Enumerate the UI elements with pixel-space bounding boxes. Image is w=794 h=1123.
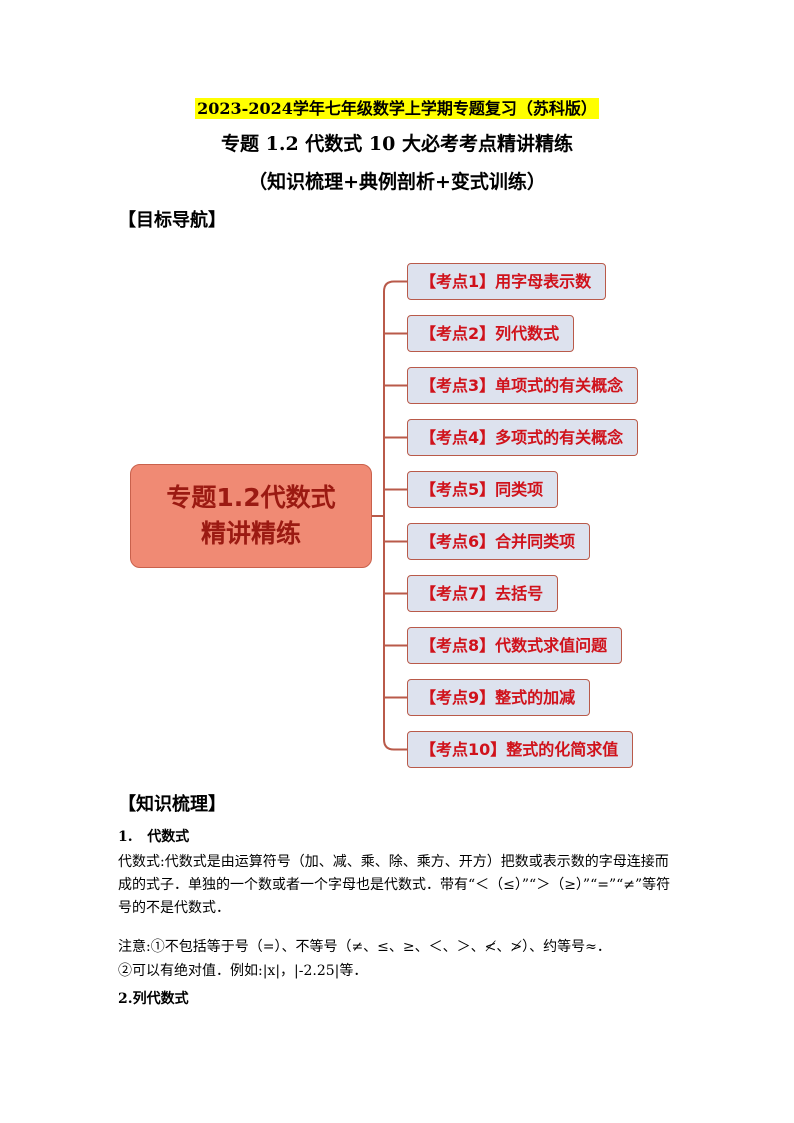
- header-course-title: 学年七年级数学上学期专题复习（苏科版）: [292, 99, 597, 118]
- mindmap-node-1: 【考点1】用字母表示数: [407, 263, 607, 300]
- mindmap-node-7: 【考点7】去括号: [407, 575, 559, 612]
- mindmap-node-9: 【考点9】整式的加减: [407, 679, 591, 716]
- document-title: 专题 1.2 代数式 10 大必考考点精讲精练: [221, 133, 573, 155]
- header-course-highlight: 2023-2024学年七年级数学上学期专题复习（苏科版）: [195, 98, 599, 119]
- mindmap-node-2: 【考点2】列代数式: [407, 315, 575, 352]
- mindmap-node-3: 【考点3】单项式的有关概念: [407, 367, 639, 404]
- mindmap-spine-line: [383, 280, 407, 751]
- subsection-heading-list-expression: 2.列代数式: [118, 991, 189, 1007]
- mindmap-node-4: 【考点4】多项式的有关概念: [407, 419, 639, 456]
- paragraph-note: 注意:①不包括等于号（=）、不等号（≠、≤、≥、＜、＞、≮、≯）、约等号≈．: [118, 939, 611, 955]
- mindmap-node-10: 【考点10】整式的化简求值: [407, 731, 634, 768]
- mindmap-node-6: 【考点6】合并同类项: [407, 523, 591, 560]
- mindmap-node-8: 【考点8】代数式求值问题: [407, 627, 623, 664]
- mindmap-branch-lines: [372, 332, 407, 699]
- mindmap-node-5: 【考点5】同类项: [407, 471, 559, 508]
- subsection-heading-algebraic-expression: 1. 代数式: [118, 829, 190, 845]
- mindmap-center-topic: 专题1.2代数式 精讲精练: [130, 464, 372, 568]
- section-heading-knowledge: 【知识梳理】: [118, 794, 226, 815]
- mindmap-center-line2: 精讲精练: [200, 519, 301, 548]
- section-heading-goals: 【目标导航】: [118, 210, 226, 231]
- mindmap-center-line1: 专题1.2代数式: [166, 483, 336, 512]
- header-course-line: 2023-2024学年七年级数学上学期专题复习（苏科版）: [0, 95, 794, 119]
- document-subtitle: （知识梳理+典例剖析+变式训练）: [248, 171, 546, 193]
- header-year: 2023-2024: [197, 99, 293, 118]
- paragraph-absolute-value: ②可以有绝对值．例如:|x|，|-2.25|等．: [118, 963, 368, 979]
- paragraph-definition: 代数式:代数式是由运算符号（加、减、乘、除、乘方、开方）把数或表示数的字母连接而…: [118, 854, 671, 916]
